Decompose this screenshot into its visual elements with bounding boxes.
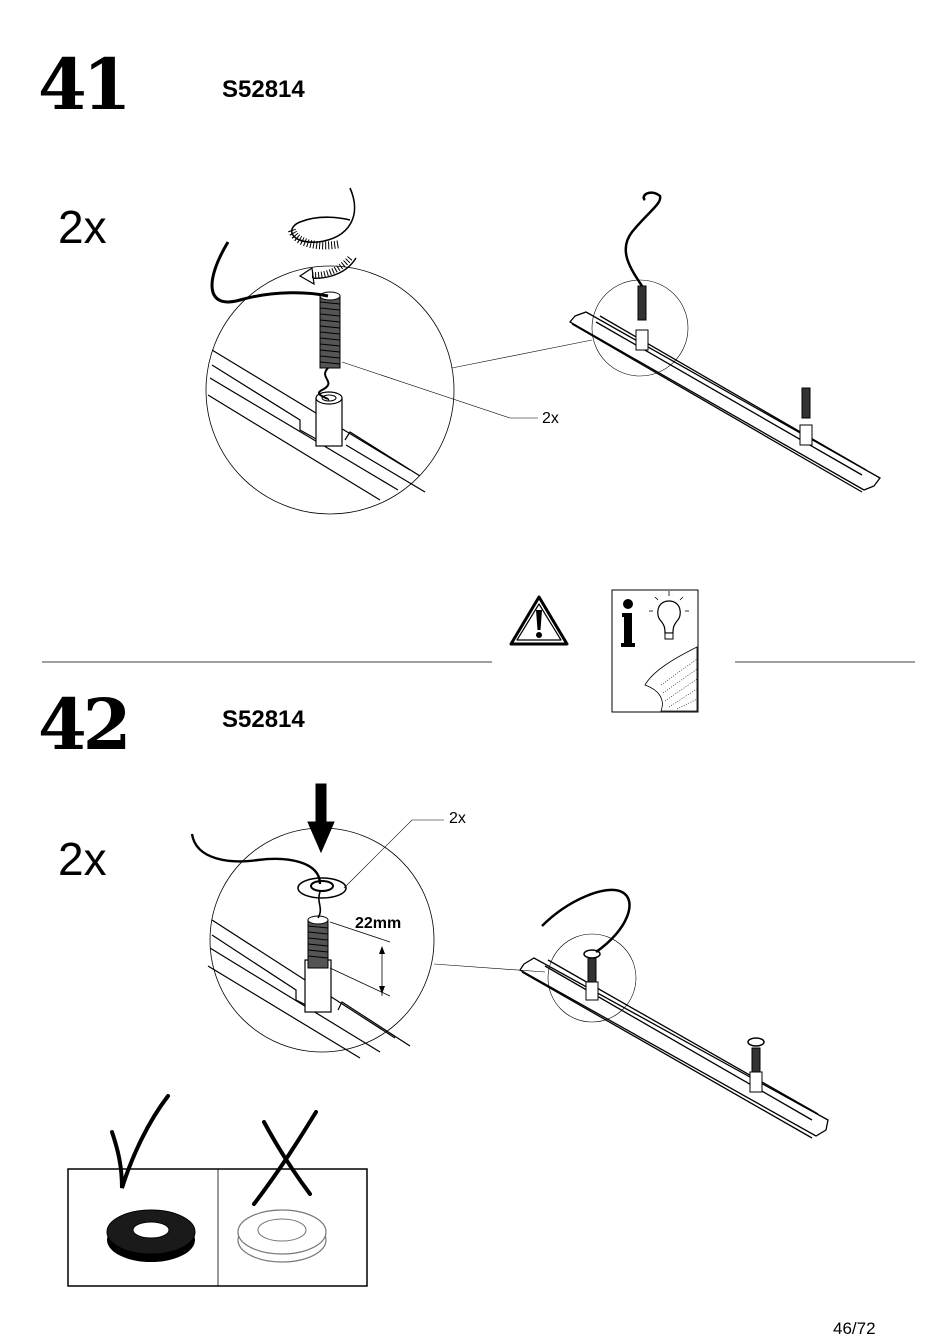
step-42-part-code: S52814 bbox=[222, 706, 305, 734]
warning-triangle-icon bbox=[508, 594, 570, 648]
checkmark-icon bbox=[108, 1092, 178, 1192]
cross-icon bbox=[250, 1108, 330, 1208]
step-42-dimension-label: 22mm bbox=[355, 915, 401, 933]
info-lightbulb-icon bbox=[611, 589, 701, 715]
step-41-detail-illustration bbox=[0, 0, 950, 560]
step-42-number: 42 bbox=[38, 690, 127, 760]
step-42-callout-quantity: 2x bbox=[449, 810, 466, 828]
page-number: 46/72 bbox=[833, 1319, 876, 1339]
section-divider bbox=[0, 652, 950, 672]
step-41-callout-quantity: 2x bbox=[542, 410, 559, 428]
